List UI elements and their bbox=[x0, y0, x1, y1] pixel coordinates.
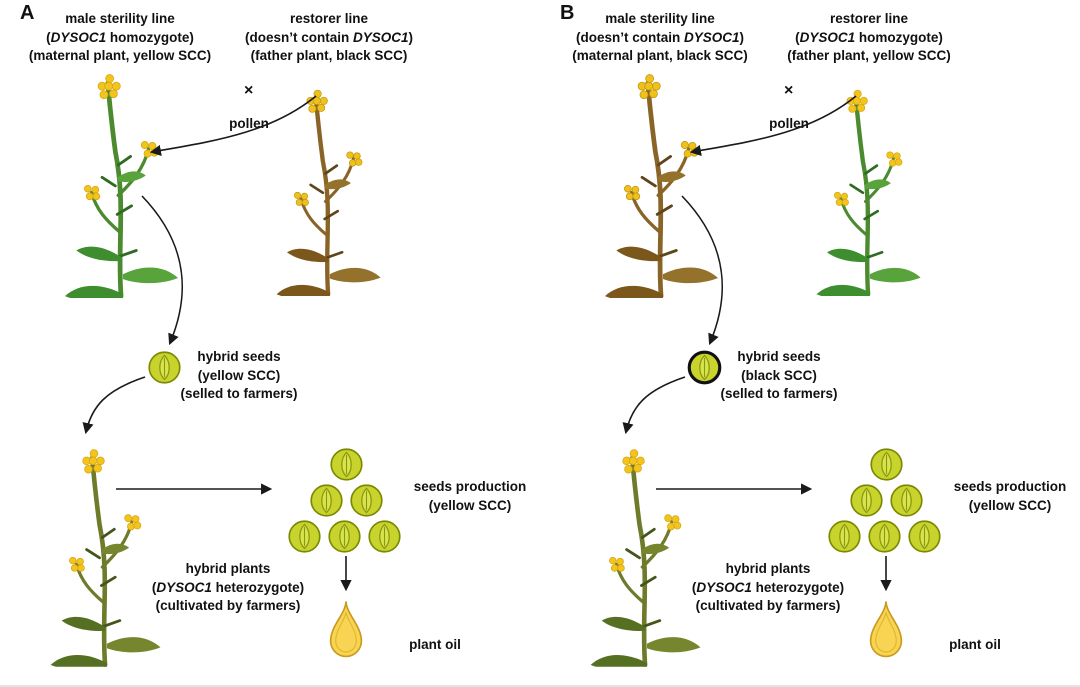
seed-icon bbox=[286, 518, 323, 555]
seeds-production-scc: (yellow SCC) bbox=[428, 497, 512, 513]
genotype-post: ) bbox=[408, 29, 414, 45]
seed-icon bbox=[868, 446, 905, 483]
hybrid-plants-caption: hybrid plants (DYSOC1 heterozygote) (cul… bbox=[674, 560, 862, 616]
pollen-label: pollen bbox=[769, 116, 809, 131]
genotype-post: heterozygote) bbox=[211, 579, 305, 595]
maternal-line-genotype: (DYSOC1 homozygote) bbox=[10, 29, 230, 48]
gene-name: DYSOC1 bbox=[50, 29, 107, 45]
hybrid-plants-genotype: (DYSOC1 heterozygote) bbox=[134, 579, 322, 598]
seed-to-hybrid-plant-arrow bbox=[622, 376, 686, 435]
seed-icon bbox=[906, 518, 943, 555]
seeds-production-title: seeds production bbox=[953, 479, 1067, 494]
panel-label: A bbox=[20, 2, 35, 24]
restorer-line-title: restorer line bbox=[829, 11, 909, 26]
seed-to-hybrid-plant-arrow bbox=[82, 376, 146, 435]
maternal-line-title: male sterility line bbox=[605, 11, 715, 26]
restorer-plant-icon bbox=[262, 86, 396, 296]
seeds-production-scc: (yellow SCC) bbox=[968, 497, 1052, 513]
hybrid-plant-icon bbox=[586, 430, 706, 682]
maternal-line-caption: male sterility line (DYSOC1 homozygote) … bbox=[10, 10, 230, 66]
maternal-line-role: (maternal plant, yellow SCC) bbox=[28, 48, 212, 63]
genotype-pre: (doesn’t contain bbox=[244, 29, 353, 45]
restorer-line-role: (father plant, black SCC) bbox=[250, 48, 408, 63]
oil-drop-icon bbox=[324, 596, 368, 664]
genotype-pre: ( bbox=[151, 579, 157, 595]
genotype-pre: ( bbox=[691, 579, 697, 595]
seeds-pyramid bbox=[826, 446, 943, 555]
genotype-pre: ( bbox=[795, 29, 800, 45]
genotype-post: homozygote) bbox=[106, 29, 194, 45]
hybrid-plants-title: hybrid plants bbox=[185, 561, 271, 576]
genotype-post: heterozygote) bbox=[751, 579, 845, 595]
hybrid-seeds-caption: hybrid seeds (yellow SCC) (selled to far… bbox=[156, 348, 322, 404]
hybrid-seeds-title: hybrid seeds bbox=[737, 349, 821, 364]
seeds-production-title: seeds production bbox=[413, 479, 527, 494]
maternal-line-caption: male sterility line (doesn’t contain DYS… bbox=[550, 10, 770, 66]
hybrid-plants-genotype: (DYSOC1 heterozygote) bbox=[674, 579, 862, 598]
seed-icon bbox=[328, 446, 365, 483]
seed-icon bbox=[826, 518, 863, 555]
oil-drop-icon bbox=[864, 596, 908, 664]
genotype-pre: (doesn’t contain bbox=[575, 29, 684, 45]
hybrid-seeds-title: hybrid seeds bbox=[197, 349, 281, 364]
panel-A: A male sterility line (DYSOC1 homozygote… bbox=[10, 2, 540, 687]
hybrid-seeds-note: (selled to farmers) bbox=[180, 386, 298, 401]
plant-oil-label: plant oil bbox=[409, 637, 461, 652]
hybrid-plant-icon bbox=[46, 430, 166, 682]
gene-name: DYSOC1 bbox=[799, 29, 856, 45]
restorer-line-title: restorer line bbox=[289, 11, 369, 26]
seed-icon bbox=[866, 518, 903, 555]
gene-name: DYSOC1 bbox=[352, 29, 409, 45]
gene-name: DYSOC1 bbox=[696, 579, 752, 595]
seed-icon bbox=[308, 482, 345, 519]
hybrid-plants-title: hybrid plants bbox=[725, 561, 811, 576]
maternal-plant-icon bbox=[48, 70, 196, 298]
restorer-line-genotype: (doesn’t contain DYSOC1) bbox=[222, 29, 436, 48]
maternal-line-role: (maternal plant, black SCC) bbox=[572, 48, 748, 63]
panel-label: B bbox=[560, 2, 575, 24]
seed-icon bbox=[348, 482, 385, 519]
restorer-line-genotype: (DYSOC1 homozygote) bbox=[762, 29, 976, 48]
seeds-production-caption: seeds production (yellow SCC) bbox=[400, 478, 540, 515]
seed-icon bbox=[848, 482, 885, 519]
cross-symbol: × bbox=[244, 82, 254, 99]
plant-oil-label: plant oil bbox=[949, 637, 1001, 652]
seed-icon bbox=[888, 482, 925, 519]
panel-B: B male sterility line (doesn’t contain D… bbox=[540, 0, 1080, 687]
restorer-line-caption: restorer line (doesn’t contain DYSOC1) (… bbox=[222, 10, 436, 66]
seed-icon bbox=[326, 518, 363, 555]
hybrid-plants-note: (cultivated by farmers) bbox=[695, 598, 841, 613]
maternal-line-genotype: (doesn’t contain DYSOC1) bbox=[550, 29, 770, 48]
genotype-pre: ( bbox=[46, 29, 51, 45]
genotype-post: ) bbox=[739, 29, 745, 45]
genotype-post: homozygote) bbox=[855, 29, 943, 45]
seeds-pyramid bbox=[286, 446, 403, 555]
restorer-line-caption: restorer line (DYSOC1 homozygote) (fathe… bbox=[762, 10, 976, 66]
cross-symbol: × bbox=[784, 82, 794, 99]
seeds-production-caption: seeds production (yellow SCC) bbox=[940, 478, 1080, 515]
hybrid-seeds-note: (selled to farmers) bbox=[720, 386, 838, 401]
hybrid-plants-note: (cultivated by farmers) bbox=[155, 598, 301, 613]
restorer-line-role: (father plant, yellow SCC) bbox=[787, 48, 951, 63]
restorer-plant-icon bbox=[802, 86, 936, 296]
seed-icon bbox=[366, 518, 403, 555]
maternal-line-title: male sterility line bbox=[65, 11, 175, 26]
hybrid-seeds-caption: hybrid seeds (black SCC) (selled to farm… bbox=[696, 348, 862, 404]
gene-name: DYSOC1 bbox=[156, 579, 212, 595]
hybrid-plants-caption: hybrid plants (DYSOC1 heterozygote) (cul… bbox=[134, 560, 322, 616]
maternal-plant-icon bbox=[588, 70, 736, 298]
hybrid-seeds-scc: (yellow SCC) bbox=[197, 367, 281, 383]
gene-name: DYSOC1 bbox=[683, 29, 740, 45]
hybrid-seeds-scc: (black SCC) bbox=[741, 367, 817, 383]
pollen-label: pollen bbox=[229, 116, 269, 131]
